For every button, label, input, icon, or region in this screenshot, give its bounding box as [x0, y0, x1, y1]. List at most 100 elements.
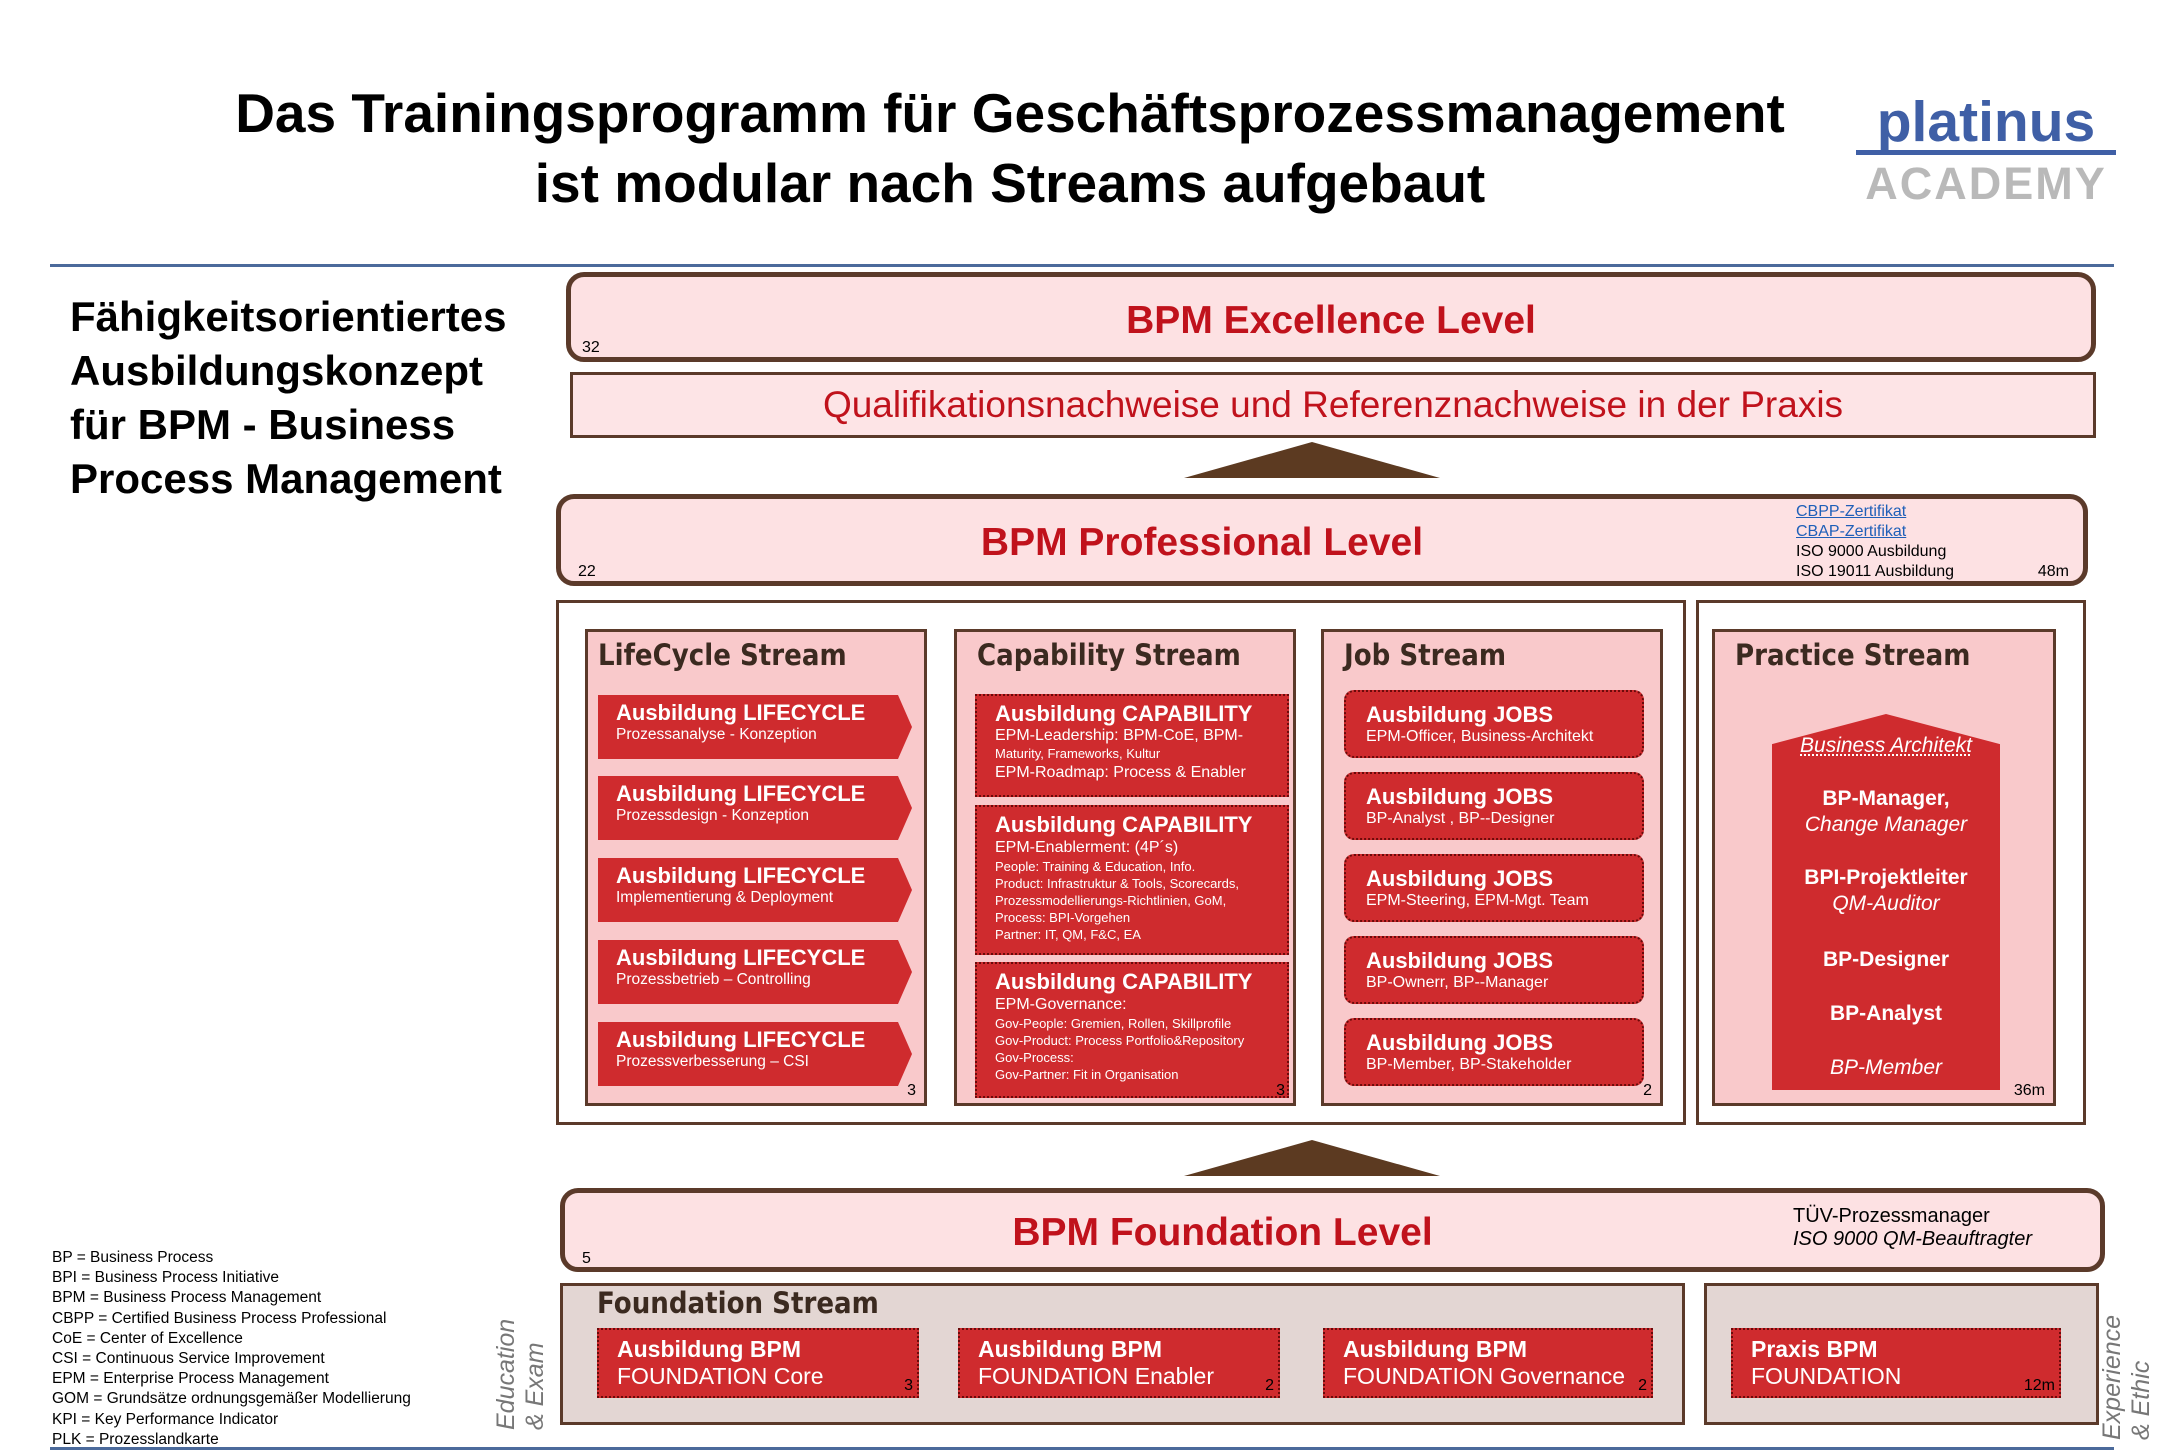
item-heading: Ausbildung BPM — [978, 1336, 1162, 1362]
abbreviation-item: EPM = Enterprise Process Management — [52, 1370, 329, 1388]
item-heading: Ausbildung LIFECYCLE — [616, 700, 866, 725]
abbreviation-item: BPM = Business Process Management — [52, 1289, 322, 1307]
foundation-governance-item[interactable]: Ausbildung BPM FOUNDATION Governance 2 — [1323, 1328, 1653, 1398]
item-heading: Ausbildung LIFECYCLE — [616, 1027, 866, 1052]
lifecycle-item[interactable]: Ausbildung LIFECYCLE Prozessdesign - Kon… — [598, 776, 912, 840]
page-title: Das Trainingsprogramm für Geschäftsproze… — [150, 78, 1870, 218]
item-line: Prozessmodellierungs-Richtlinien, GoM, — [995, 893, 1227, 908]
abbreviation-item: PLK = Prozesslandkarte — [52, 1430, 219, 1448]
abbreviation-item: BPI = Business Process Initiative — [52, 1269, 280, 1287]
item-subtext: EPM-Officer, Business-Architekt — [1366, 728, 1594, 745]
cbap-link[interactable]: CBAP-Zertifikat — [1796, 523, 1907, 540]
side-label-right: Experience & Ethic — [2098, 1300, 2156, 1440]
cert-item: ISO 9000 QM-Beauftragter — [1793, 1228, 2033, 1250]
job-item[interactable]: Ausbildung JOBS EPM-Steering, EPM-Mgt. T… — [1344, 854, 1644, 922]
lifecycle-item[interactable]: Ausbildung LIFECYCLE Prozessbetrieb – Co… — [598, 940, 912, 1004]
capability-item[interactable]: Ausbildung CAPABILITY EPM-Leadership: BP… — [975, 694, 1289, 797]
practice-title: Practice Stream — [1735, 638, 1971, 672]
abbreviation-item: GOM = Grundsätze ordnungsgemäßer Modelli… — [52, 1390, 411, 1408]
title-line-1: Das Trainingsprogramm für Geschäftsproze… — [235, 82, 1785, 144]
item-subtext: Prozessbetrieb – Controlling — [616, 971, 811, 988]
lifecycle-title: LifeCycle Stream — [598, 638, 847, 672]
item-subtext: FOUNDATION Enabler — [978, 1363, 1215, 1389]
item-subtext: BP-Member, BP-Stakeholder — [1366, 1056, 1572, 1073]
abbreviation-item: CoE = Center of Excellence — [52, 1329, 243, 1347]
role-bp-manager: BP-Manager, — [1822, 787, 1950, 810]
item-line: Maturity, Frameworks, Kultur — [995, 746, 1161, 761]
abbreviation-list: BP = Business Process BPI = Business Pro… — [52, 1248, 411, 1450]
item-heading: Praxis BPM — [1751, 1336, 1878, 1362]
job-item[interactable]: Ausbildung JOBS BP-Analyst , BP--Designe… — [1344, 772, 1644, 840]
item-heading: Ausbildung JOBS — [1366, 948, 1553, 973]
subtitle-line: Process Management — [70, 455, 502, 502]
role-bp-designer: BP-Designer — [1822, 948, 1950, 971]
role-bp-member: BP-Member — [1829, 1056, 1943, 1079]
abbreviation-item: BP = Business Process — [52, 1249, 214, 1266]
job-item[interactable]: Ausbildung JOBS BP-Ownerr, BP--Manager — [1344, 936, 1644, 1004]
item-line: Product: Infrastruktur & Tools, Scorecar… — [995, 876, 1239, 891]
capability-stream: Capability Stream Ausbildung CAPABILITY … — [954, 629, 1296, 1106]
item-subtext: Prozessverbesserung – CSI — [616, 1053, 809, 1070]
capability-title: Capability Stream — [977, 638, 1241, 672]
item-heading: Ausbildung JOBS — [1366, 1030, 1553, 1055]
professional-certs: CBPP-Zertifikat CBAP-Zertifikat ISO 9000… — [1796, 502, 1954, 582]
subtitle: Fähigkeitsorientiertes Ausbildungskonzep… — [70, 290, 570, 506]
logo-academy: ACADEMY — [1865, 158, 2107, 209]
item-number: 12m — [2023, 1377, 2055, 1394]
lifecycle-item[interactable]: Ausbildung LIFECYCLE Prozessanalyse - Ko… — [598, 695, 912, 759]
item-heading: Ausbildung JOBS — [1366, 702, 1553, 727]
item-line: Gov-Product: Process Portfolio&Repositor… — [995, 1033, 1245, 1048]
cert-item: ISO 19011 Ausbildung — [1796, 563, 1955, 580]
role-change-manager: Change Manager — [1804, 813, 1968, 836]
capability-item[interactable]: Ausbildung CAPABILITY EPM-Enablerment: (… — [975, 805, 1289, 955]
item-line: Gov-Partner: Fit in Organisation — [995, 1067, 1179, 1082]
foundation-number: 5 — [582, 1250, 591, 1267]
subtitle-line: für BPM - Business — [70, 401, 456, 448]
item-heading: Ausbildung LIFECYCLE — [616, 945, 866, 970]
qualification-bar: Qualifikationsnachweise und Referenznach… — [570, 372, 2096, 438]
practice-roles: Business Architekt BP-Manager, Change Ma… — [1772, 714, 2000, 1090]
item-heading: Ausbildung LIFECYCLE — [616, 863, 866, 888]
side-label-line: Experience — [2098, 1314, 2126, 1440]
abbreviation-item: CSI = Continuous Service Improvement — [52, 1350, 325, 1368]
abbreviation-item: KPI = Key Performance Indicator — [52, 1410, 279, 1428]
item-line: Partner: IT, QM, F&C, EA — [995, 927, 1141, 942]
practice-stream: Practice Stream Business Architekt BP-Ma… — [1712, 629, 2056, 1106]
job-title: Job Stream — [1344, 638, 1507, 672]
job-stream: Job Stream Ausbildung JOBS EPM-Officer, … — [1321, 629, 1663, 1106]
excellence-number: 32 — [582, 339, 600, 356]
cbpp-link[interactable]: CBPP-Zertifikat — [1796, 503, 1907, 520]
item-line: People: Training & Education, Info. — [995, 859, 1196, 874]
item-number: 2 — [1265, 1377, 1274, 1394]
lifecycle-item[interactable]: Ausbildung LIFECYCLE Prozessverbesserung… — [598, 1022, 912, 1086]
item-line: Gov-Process: — [995, 1050, 1074, 1065]
up-arrow — [1184, 1140, 1440, 1176]
foundation-enabler-item[interactable]: Ausbildung BPM FOUNDATION Enabler 2 — [958, 1328, 1280, 1398]
side-label-line: & Ethic — [2127, 1360, 2155, 1440]
job-item[interactable]: Ausbildung JOBS BP-Member, BP-Stakeholde… — [1344, 1018, 1644, 1086]
practice-duration: 36m — [2013, 1082, 2045, 1099]
role-business-architect: Business Architekt — [1800, 734, 1972, 757]
item-heading: Ausbildung CAPABILITY — [995, 701, 1253, 726]
lifecycle-item[interactable]: Ausbildung LIFECYCLE Implementierung & D… — [598, 858, 912, 922]
capability-item[interactable]: Ausbildung CAPABILITY EPM-Governance: Go… — [975, 962, 1289, 1098]
job-number: 2 — [1643, 1082, 1652, 1099]
item-subtext: FOUNDATION — [1751, 1363, 1902, 1389]
foundation-core-item[interactable]: Ausbildung BPM FOUNDATION Core 3 — [597, 1328, 919, 1398]
job-item[interactable]: Ausbildung JOBS EPM-Officer, Business-Ar… — [1344, 690, 1644, 758]
excellence-label: BPM Excellence Level — [1126, 299, 1536, 342]
item-heading: Ausbildung CAPABILITY — [995, 969, 1253, 994]
item-subtext: Implementierung & Deployment — [616, 889, 834, 906]
item-subtext: Prozessanalyse - Konzeption — [616, 726, 817, 743]
praxis-foundation-item[interactable]: Praxis BPM FOUNDATION 12m — [1731, 1328, 2061, 1398]
title-line-2: ist modular nach Streams aufgebaut — [534, 152, 1486, 214]
item-line: EPM-Leadership: BPM-CoE, BPM- — [995, 727, 1244, 744]
header-divider — [50, 264, 2114, 267]
abbreviation-item: CBPP = Certified Business Process Profes… — [52, 1309, 387, 1327]
item-heading: Ausbildung JOBS — [1366, 784, 1553, 809]
professional-duration: 48m — [2037, 563, 2069, 580]
item-heading: Ausbildung JOBS — [1366, 866, 1553, 891]
side-label-left: Education & Exam — [492, 1300, 550, 1430]
excellence-level: BPM Excellence Level 32 — [566, 272, 2096, 362]
subtitle-line: Ausbildungskonzept — [70, 347, 483, 394]
